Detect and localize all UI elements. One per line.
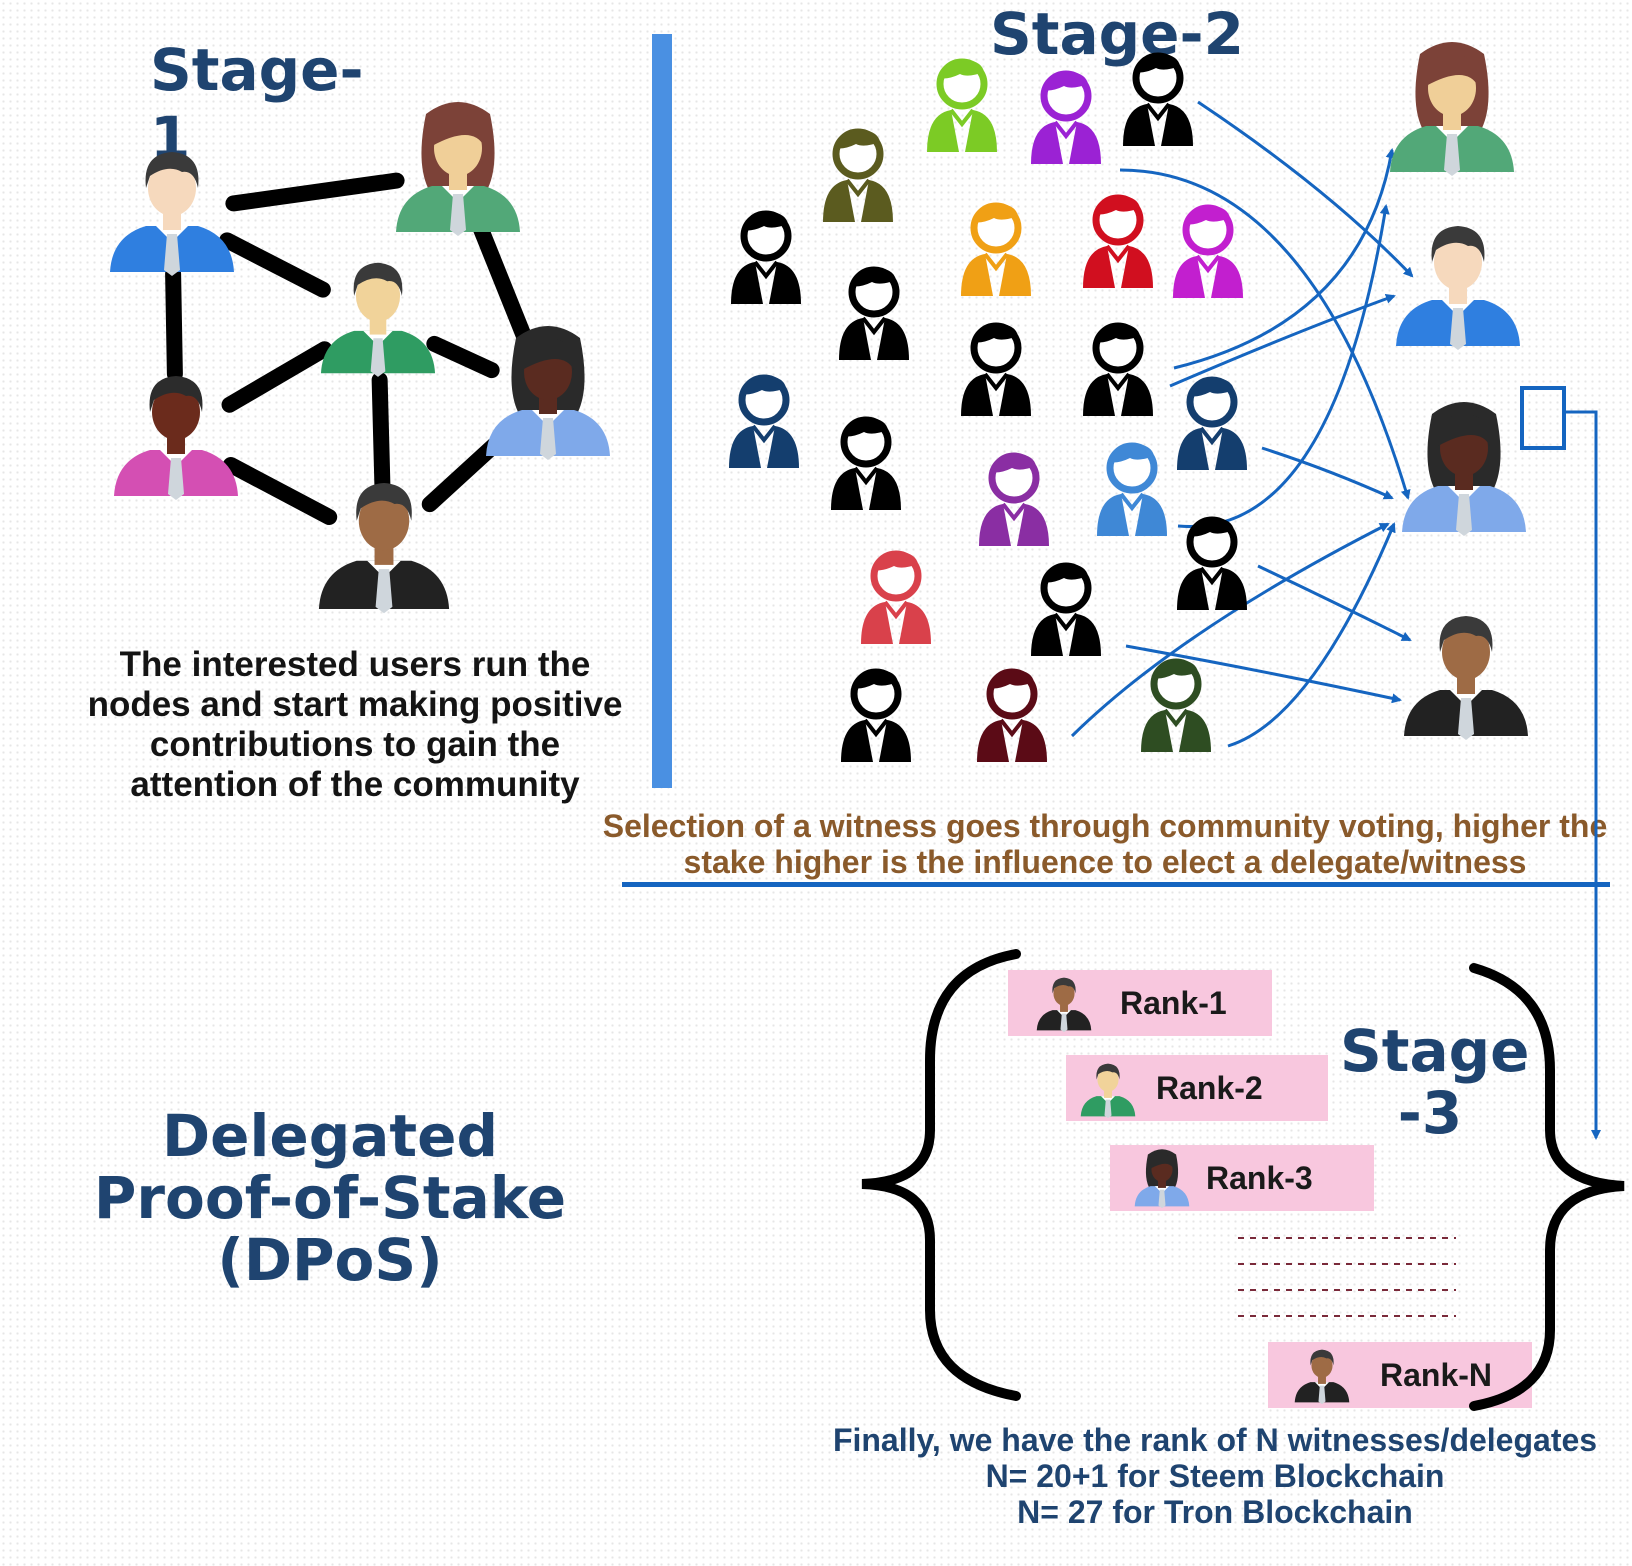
network-link bbox=[426, 335, 500, 379]
people-icons bbox=[110, 42, 1528, 762]
stage1-user-center bbox=[320, 262, 436, 377]
dpos-title: Delegated Proof-of-Stake (DPoS) bbox=[93, 1102, 567, 1294]
voter-icon bbox=[841, 668, 911, 762]
stage1-user-pink bbox=[114, 376, 238, 500]
stage1-user-suit bbox=[318, 483, 450, 614]
voter-icon bbox=[861, 550, 931, 644]
witness-blue bbox=[1396, 226, 1520, 350]
witness-suit bbox=[1404, 616, 1528, 740]
stage1-title: Stage-1 bbox=[150, 36, 364, 172]
rank-label-n: Rank-N bbox=[1380, 1357, 1493, 1393]
stage1-user-blue bbox=[110, 152, 234, 276]
rank1-avatar bbox=[1036, 977, 1092, 1033]
final-note: Finally, we have the rank of N witnesses… bbox=[800, 1422, 1630, 1530]
voter-icon bbox=[1141, 658, 1211, 752]
voter-icon bbox=[1031, 70, 1101, 164]
voter-icon bbox=[927, 58, 997, 152]
voter-icon bbox=[1173, 204, 1243, 298]
network-link bbox=[165, 265, 183, 383]
stage2-title: Stage-2 bbox=[990, 0, 1244, 68]
vote-arrow bbox=[1169, 294, 1396, 388]
network-link bbox=[219, 232, 331, 298]
witness-lightblue-woman bbox=[1402, 402, 1526, 536]
voter-icon bbox=[1031, 562, 1101, 656]
vote-arrow bbox=[1173, 148, 1396, 370]
voter-icon bbox=[831, 416, 901, 510]
voter-icon bbox=[839, 266, 909, 360]
voter-icon bbox=[979, 452, 1049, 546]
vote-arrow bbox=[1119, 168, 1411, 500]
selection-bracket bbox=[1520, 386, 1566, 450]
stage1-user-lightblue-woman bbox=[486, 326, 610, 460]
rank-label-1: Rank-1 bbox=[1120, 985, 1227, 1021]
voter-icon bbox=[1097, 442, 1167, 536]
voter-icon bbox=[731, 210, 801, 304]
vote-arrow bbox=[1227, 522, 1396, 748]
rankn-avatar bbox=[1294, 1349, 1350, 1405]
vote-arrow bbox=[1070, 522, 1390, 738]
rank3-avatar bbox=[1134, 1149, 1190, 1209]
rank-label-3: Rank-3 bbox=[1206, 1160, 1313, 1196]
witness-green-woman bbox=[1390, 42, 1514, 176]
left-brace bbox=[861, 949, 1021, 1401]
voter-icon bbox=[1177, 516, 1247, 610]
rank2-avatar bbox=[1080, 1063, 1136, 1119]
voter-icon bbox=[1123, 52, 1193, 146]
right-brace bbox=[1469, 963, 1625, 1411]
stage3-connector-arrow bbox=[1564, 410, 1601, 1140]
network-link bbox=[222, 456, 338, 526]
voter-icon bbox=[1177, 376, 1247, 470]
voter-icon bbox=[961, 202, 1031, 296]
network-link bbox=[371, 371, 391, 493]
dividers bbox=[622, 34, 1610, 1140]
final-note-line3: N= 27 for Tron Blockchain bbox=[1017, 1494, 1413, 1530]
horizontal-divider bbox=[622, 882, 1610, 887]
vote-arrow bbox=[1197, 100, 1414, 278]
voter-icon bbox=[961, 322, 1031, 416]
vertical-divider bbox=[652, 34, 672, 788]
stage1-user-green-woman bbox=[396, 102, 520, 236]
voter-icon bbox=[1083, 322, 1153, 416]
voter-icon bbox=[977, 668, 1047, 762]
final-note-line2: N= 20+1 for Steem Blockchain bbox=[985, 1458, 1445, 1494]
network-link bbox=[473, 221, 533, 347]
network-link bbox=[221, 341, 333, 413]
network-link bbox=[225, 172, 405, 212]
stage3-braces bbox=[861, 949, 1625, 1411]
voter-icon bbox=[1083, 194, 1153, 288]
stage1-description: The interested users run the nodes and s… bbox=[87, 645, 623, 804]
rank-label-2: Rank-2 bbox=[1156, 1070, 1263, 1106]
voter-icon bbox=[729, 374, 799, 468]
stage3-title: Stage -3 bbox=[1340, 1017, 1530, 1147]
final-note-line1: Finally, we have the rank of N witnesses… bbox=[832, 1422, 1598, 1458]
vote-arrow bbox=[1261, 446, 1394, 500]
vote-arrow bbox=[1125, 644, 1402, 704]
vote-arrow bbox=[1257, 564, 1412, 642]
stage2-description: Selection of a witness goes through comm… bbox=[602, 808, 1608, 880]
voter-icon bbox=[823, 128, 893, 222]
